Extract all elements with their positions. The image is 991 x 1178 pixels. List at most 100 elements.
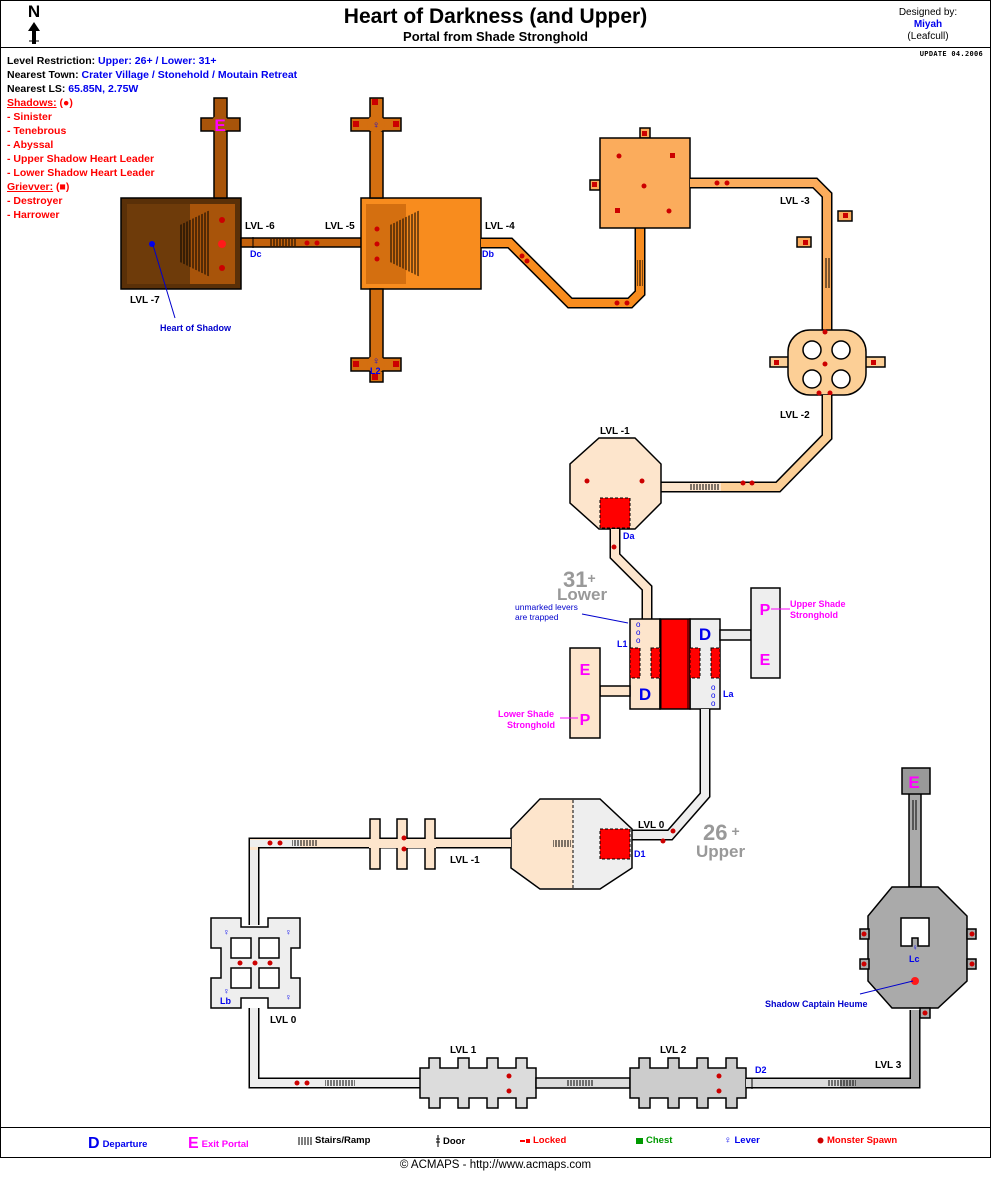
lever-icon[interactable]: o — [636, 628, 641, 637]
corridor-lvl-m2-m1 — [661, 395, 833, 493]
shadow-item: - Lower Shadow Heart Leader — [7, 167, 155, 179]
lever-icon[interactable]: o — [711, 699, 716, 708]
lever-icon[interactable]: o — [711, 691, 716, 700]
lever-label[interactable]: Lc — [909, 954, 920, 964]
monster-spawn — [304, 1080, 310, 1086]
shadow-item: - Tenebrous — [7, 125, 67, 137]
monster-spawn — [714, 180, 720, 186]
monster-spawn — [277, 840, 283, 846]
shadows-heading: Shadows: (●) — [7, 97, 73, 109]
lever-icon[interactable]: ♀ — [285, 927, 292, 937]
monster-spawn — [614, 300, 620, 306]
monster-spawn — [611, 544, 617, 550]
monster-spawn — [219, 265, 225, 271]
monster-spawn — [219, 217, 225, 223]
door-label[interactable]: Dc — [250, 249, 262, 259]
monster-spawn — [616, 153, 622, 159]
lever-icon[interactable]: ♀ — [285, 992, 292, 1002]
monster-spawn — [716, 1088, 722, 1094]
monster-spawn — [506, 1073, 512, 1079]
stairs-ramp — [828, 1080, 856, 1086]
lever-label[interactable]: La — [723, 689, 734, 699]
door-label[interactable]: D2 — [755, 1065, 767, 1075]
exit-portal-marker-upper[interactable]: E — [760, 652, 771, 669]
lever-icon[interactable]: ♀ — [223, 927, 230, 937]
monster-spawn — [724, 180, 730, 186]
grievver-spawn — [871, 360, 876, 365]
exit-portal-icon: E — [188, 1135, 199, 1152]
shadow-item: - Abyssal — [7, 139, 54, 151]
designer-name[interactable]: Miyah — [913, 19, 943, 30]
departure-marker-upper[interactable]: D — [699, 625, 711, 644]
monster-spawn — [374, 241, 380, 247]
departure-marker-lower[interactable]: D — [639, 685, 651, 704]
room-lvl-m2 — [769, 329, 886, 396]
grievver-spawn — [372, 374, 378, 380]
locked-area — [629, 647, 641, 679]
boss-spawn — [911, 977, 919, 985]
door-icon — [436, 1135, 440, 1147]
grievver-spawn — [774, 360, 779, 365]
lever-icon[interactable]: ♀ — [372, 356, 380, 367]
lower-range-name: Lower — [557, 585, 607, 604]
unmarked-levers-pointer — [581, 613, 629, 624]
level-label: LVL -5 — [325, 221, 355, 232]
monster-spawn — [506, 1088, 512, 1094]
lever-icon[interactable]: ♀ — [223, 986, 230, 996]
level-label: LVL 3 — [875, 1060, 902, 1071]
locked-area — [710, 647, 721, 679]
lever-label[interactable]: L1 — [617, 639, 628, 649]
north-indicator: N — [22, 2, 46, 44]
portal-marker-upper[interactable]: P — [760, 602, 771, 619]
lever-icon[interactable]: ♀ — [372, 120, 380, 131]
copyright-footer[interactable]: © ACMAPS - http://www.acmaps.com — [399, 1159, 592, 1171]
lever-label[interactable]: L2 — [370, 366, 381, 376]
exit-portal-marker-lvl3[interactable]: E — [908, 773, 919, 792]
lever-label[interactable]: Lb — [220, 996, 231, 1006]
lower-shade-stronghold-room — [569, 647, 601, 739]
level-label: LVL 0 — [270, 1015, 297, 1026]
map-title: Heart of Darkness (and Upper) — [343, 5, 648, 28]
exit-portal-marker-lower[interactable]: E — [580, 662, 591, 679]
legend-locked: Locked — [520, 1135, 566, 1146]
exit-portal-marker[interactable]: E — [214, 116, 225, 135]
stairs-ramp — [553, 840, 571, 847]
level-label: LVL 1 — [450, 1045, 477, 1056]
monster-spawn — [822, 329, 828, 335]
dungeon-map: E ♀ — [120, 97, 977, 1109]
grievver-spawn — [615, 208, 620, 213]
locked-area — [599, 497, 631, 529]
heart-of-shadow-marker — [149, 241, 155, 247]
lever-icon[interactable]: ♀ — [912, 943, 918, 952]
room-lvl-2 — [629, 1057, 747, 1109]
monster-spawn — [252, 960, 258, 966]
lever-icon[interactable]: o — [711, 683, 716, 692]
door-label[interactable]: Da — [623, 531, 635, 541]
info-panel: Level Restriction: Upper: 26+ / Lower: 3… — [7, 54, 297, 222]
room-lvl-m7 — [120, 197, 242, 290]
locked-area — [689, 647, 701, 679]
monster-spawn — [922, 1010, 928, 1016]
grievver-spawn — [803, 240, 808, 245]
lever-icon[interactable]: o — [636, 620, 641, 629]
door-label[interactable]: D1 — [634, 849, 646, 859]
grievver-spawn — [642, 131, 647, 136]
monster-spawn — [740, 480, 746, 486]
monster-spawn — [641, 183, 647, 189]
nearest-town: Nearest Town: Crater Village / Stonehold… — [7, 69, 298, 81]
shadow-item: - Sinister — [7, 111, 52, 123]
lever-icon[interactable]: o — [636, 636, 641, 645]
portal-marker-lower[interactable]: P — [580, 712, 591, 729]
door-label[interactable]: Db — [482, 249, 494, 259]
level-label: LVL -7 — [130, 295, 160, 306]
locked-icon — [520, 1138, 530, 1143]
junction-shade-stronghold: o o o o o o D D — [629, 618, 721, 710]
lower-shade-stronghold-label: Stronghold — [507, 720, 555, 730]
monster-spawn — [401, 835, 407, 841]
stairs-ramp — [912, 800, 918, 830]
monster-spawn — [666, 208, 672, 214]
monster-spawn — [639, 478, 645, 484]
exit-room-lvl-3 — [901, 767, 931, 795]
stairs-ramp — [292, 840, 318, 846]
corridor-lvl-m6-m5 — [240, 237, 363, 248]
